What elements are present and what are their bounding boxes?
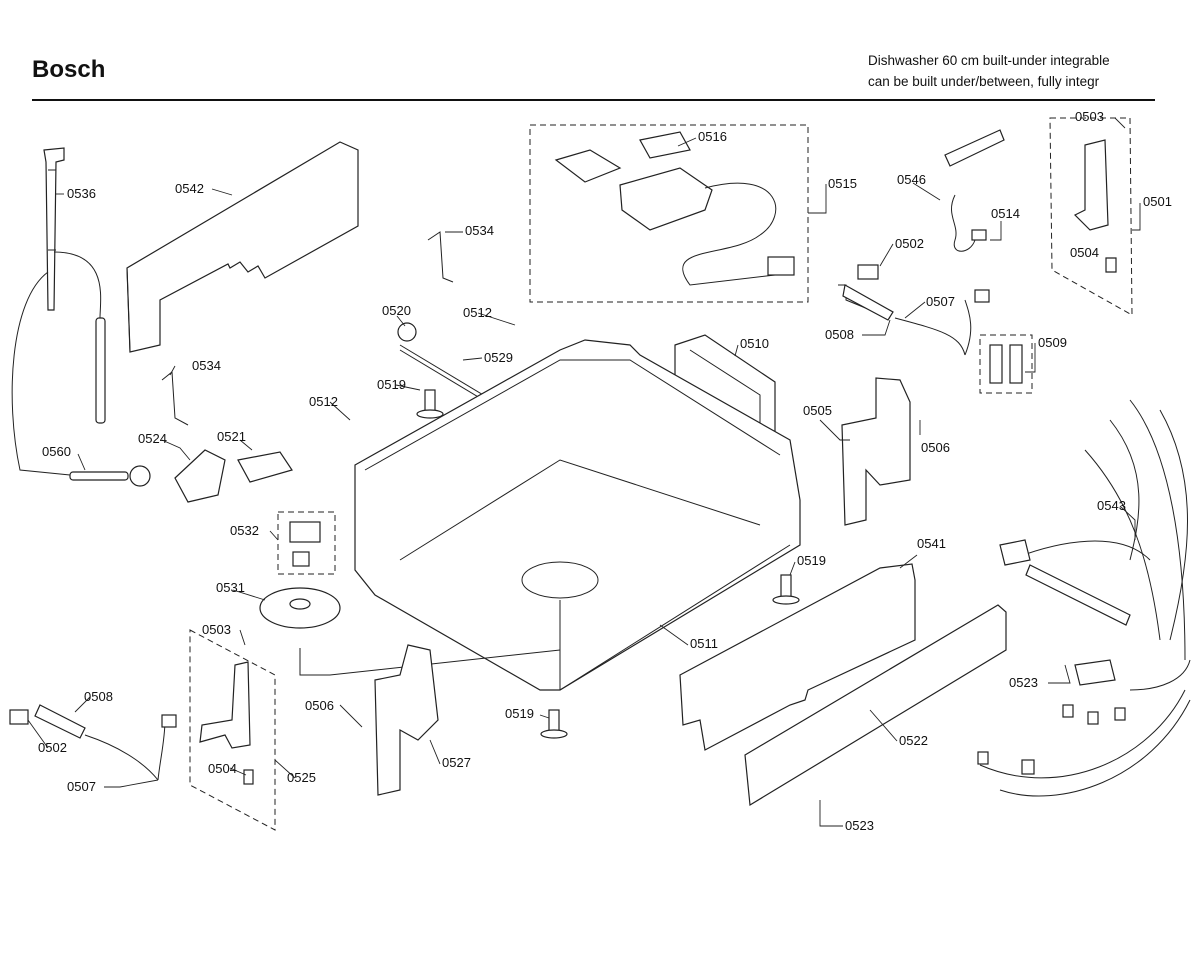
pump-assembly-left-drawing (69, 449, 293, 503)
connector-0509-drawing (979, 334, 1033, 394)
part-label: 0503 (202, 622, 231, 637)
panel-0541-drawing (679, 563, 916, 751)
wire-harness-drawing (977, 399, 1191, 797)
part-label: 0509 (1038, 335, 1067, 350)
part-label: 0529 (484, 350, 513, 365)
disc-0531-drawing (259, 587, 561, 676)
part-label: 0525 (287, 770, 316, 785)
spring-assembly-left-drawing (9, 704, 177, 781)
connector-0532-drawing (277, 511, 336, 575)
leader-lines (27, 117, 1141, 827)
description-line-2: can be built under/between, fully integr (868, 74, 1100, 89)
spring-assembly-right-drawing (838, 264, 990, 356)
header-rule (32, 99, 1155, 101)
part-label: 0504 (1070, 245, 1099, 260)
part-label: 0506 (921, 440, 950, 455)
bracket-right-drawing (1049, 117, 1133, 316)
part-label: 0515 (828, 176, 857, 191)
part-label: 0519 (505, 706, 534, 721)
part-label: 0506 (305, 698, 334, 713)
part-label: 0519 (797, 553, 826, 568)
part-label: 0507 (67, 779, 96, 794)
part-label: 0523 (845, 818, 874, 833)
sump-group-drawing (529, 124, 809, 303)
part-label: 0532 (230, 523, 259, 538)
part-label: 0505 (803, 403, 832, 418)
part-label: 0507 (926, 294, 955, 309)
part-label: 0534 (465, 223, 494, 238)
part-label: 0502 (895, 236, 924, 251)
part-label: 0531 (216, 580, 245, 595)
rod-assembly-drawing (11, 147, 106, 476)
bracket-0527-drawing (374, 644, 439, 796)
part-label: 0560 (42, 444, 71, 459)
part-label: 0523 (1009, 675, 1038, 690)
part-label: 0527 (442, 755, 471, 770)
diagram-description: Dishwasher 60 cm built-under integrable … (868, 50, 1110, 92)
kick-panel-drawing (744, 604, 1007, 807)
part-label: 0543 (1097, 498, 1126, 513)
part-label: 0546 (897, 172, 926, 187)
part-label: 0520 (382, 303, 411, 318)
base-tub-drawing (354, 339, 801, 691)
description-line-1: Dishwasher 60 cm built-under integrable (868, 53, 1110, 68)
part-label: 0541 (917, 536, 946, 551)
part-label: 0542 (175, 181, 204, 196)
part-label: 0519 (377, 377, 406, 392)
harness-small-drawing (944, 129, 1005, 252)
part-label: 0514 (991, 206, 1020, 221)
part-label: 0522 (899, 733, 928, 748)
part-label: 0512 (309, 394, 338, 409)
part-label: 0501 (1143, 194, 1172, 209)
part-labels: 0536 0542 0516 0515 0546 0514 0503 0501 … (38, 109, 1172, 833)
bracket-0505-drawing (841, 377, 911, 526)
part-label: 0516 (698, 129, 727, 144)
clips-drawing (161, 231, 454, 426)
brand-title: Bosch (32, 56, 106, 83)
part-label: 0536 (67, 186, 96, 201)
part-label: 0510 (740, 336, 769, 351)
insulation-panel-drawing (126, 141, 359, 353)
part-label: 0511 (690, 636, 718, 651)
bracket-left-drawing (189, 629, 276, 831)
part-label: 0512 (463, 305, 492, 320)
part-label: 0508 (825, 327, 854, 342)
part-label: 0534 (192, 358, 221, 373)
part-label: 0504 (208, 761, 237, 776)
part-label: 0508 (84, 689, 113, 704)
part-label: 0502 (38, 740, 67, 755)
part-label: 0503 (1075, 109, 1104, 124)
foot-screws-drawing (416, 389, 800, 739)
part-label: 0524 (138, 431, 167, 446)
part-label: 0521 (217, 429, 246, 444)
